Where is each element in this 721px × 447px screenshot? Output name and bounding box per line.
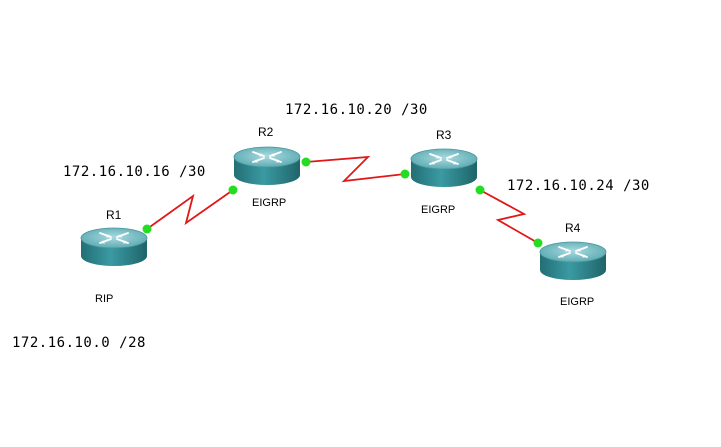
endpoint-r2-to-r3[interactable] [301, 157, 311, 167]
router-name-r3: R3 [436, 128, 452, 142]
router-name-r2: R2 [258, 125, 274, 139]
router-r1[interactable] [80, 227, 148, 267]
endpoint-r2-to-r1[interactable] [228, 185, 238, 195]
endpoint-r1-to-r2[interactable] [142, 224, 152, 234]
router-r3[interactable] [410, 148, 478, 188]
link-r2-r3[interactable] [305, 155, 406, 183]
protocol-label-r1: RIP [95, 293, 113, 305]
subnet-label-r3-r4: 172.16.10.24 /30 [507, 178, 650, 194]
serial-links [146, 155, 539, 244]
protocol-label-r4: EIGRP [560, 296, 594, 308]
endpoint-r3-to-r4[interactable] [475, 185, 485, 195]
subnet-label-r1-r2: 172.16.10.16 /30 [63, 164, 206, 180]
router-name-r4: R4 [565, 221, 581, 235]
subnet-label-r2-r3: 172.16.10.20 /30 [285, 102, 428, 118]
link-endpoints [142, 157, 543, 248]
router-name-r1: R1 [106, 208, 122, 222]
router-r4[interactable] [539, 241, 607, 281]
endpoint-r3-to-r2[interactable] [400, 169, 410, 179]
link-r3-r4[interactable] [479, 189, 539, 244]
link-r1-r2[interactable] [146, 189, 234, 230]
router-r2[interactable] [233, 146, 301, 186]
protocol-label-r2: EIGRP [252, 197, 286, 209]
endpoint-r4-to-r3[interactable] [533, 238, 543, 248]
subnet-label-lan: 172.16.10.0 /28 [12, 335, 146, 351]
protocol-label-r3: EIGRP [421, 204, 455, 216]
